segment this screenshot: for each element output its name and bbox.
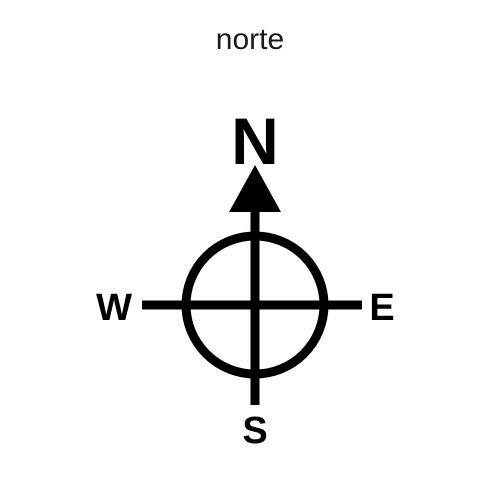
east-label: E [369, 287, 394, 329]
north-label: N [231, 104, 279, 178]
north-arrow-icon [229, 165, 281, 212]
south-label: S [242, 410, 267, 452]
west-label: W [96, 287, 132, 329]
caption-title: norte [215, 23, 285, 56]
